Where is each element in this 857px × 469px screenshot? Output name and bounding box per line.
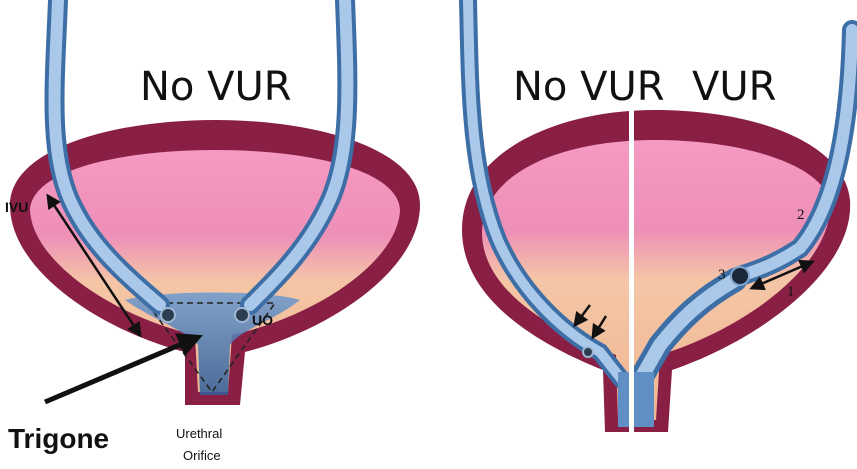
trigone-arrow: [45, 338, 196, 402]
urethral-label-line1: Urethral: [176, 426, 222, 441]
right-title-vur: VUR: [692, 64, 776, 110]
left-bladder: [10, 0, 420, 405]
left-ureteral-orifice-a: [161, 308, 175, 322]
right-orifice-vur: [731, 267, 749, 285]
right-urethra: [618, 372, 654, 427]
left-ureteral-orifice-b: [235, 308, 249, 322]
ivu-label: IVU: [5, 199, 28, 215]
marker-1: 1: [787, 284, 795, 300]
uo-label: UO: [252, 312, 273, 328]
left-title: No VUR: [140, 64, 292, 110]
right-bladder-lumen: [482, 140, 830, 420]
right-orifice-novur: [583, 347, 593, 357]
trigone-label: Trigone: [8, 423, 109, 454]
panel-divider: [629, 82, 634, 469]
marker-2: 2: [797, 207, 805, 223]
urethral-label-line2: Orifice: [183, 448, 221, 463]
right-title-novur: No VUR: [513, 64, 665, 110]
marker-3: 3: [718, 267, 726, 283]
